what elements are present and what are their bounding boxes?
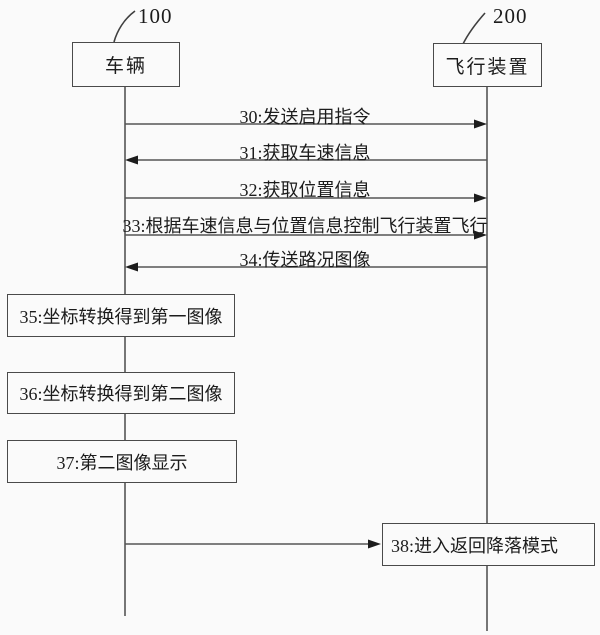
message-label-30: 30:发送启用指令: [239, 107, 371, 127]
arrow-msg-32: [125, 193, 487, 203]
actor-box-flight-device: 飞行装置: [433, 43, 542, 87]
actor-label-vehicle: 车辆: [104, 56, 147, 77]
arrow-msg-34: [125, 262, 487, 272]
ref-label-100: 100: [138, 4, 173, 28]
arrow-msg-30: [125, 119, 487, 129]
arrow-msg-33: [125, 230, 487, 240]
message-label-32: 32:获取位置信息: [239, 180, 371, 200]
step-box-36: 36:坐标转换得到第二图像: [7, 372, 235, 414]
leader-line-200: [462, 12, 486, 45]
step-label-38: 38:进入返回降落模式: [391, 535, 559, 556]
ref-label-200: 200: [493, 4, 528, 28]
message-label-33: 33:根据车速信息与位置信息控制飞行装置飞行: [122, 216, 488, 236]
step-label-35: 35:坐标转换得到第一图像: [19, 306, 223, 327]
step-box-35: 35:坐标转换得到第一图像: [7, 294, 235, 337]
step-box-38: 38:进入返回降落模式: [382, 523, 595, 566]
step-label-37: 37:第二图像显示: [56, 452, 188, 473]
step-label-36: 36:坐标转换得到第二图像: [19, 384, 223, 404]
actor-label-flight-device: 飞行装置: [445, 56, 530, 78]
arrow-msg-31: [125, 155, 487, 165]
message-label-34: 34:传送路况图像: [239, 250, 371, 270]
step-box-37: 37:第二图像显示: [7, 440, 237, 483]
actor-box-vehicle: 车辆: [72, 42, 180, 87]
arrow-msg-38: [125, 539, 381, 549]
leader-line-100: [113, 10, 136, 43]
message-label-31: 31:获取车速信息: [239, 143, 371, 163]
